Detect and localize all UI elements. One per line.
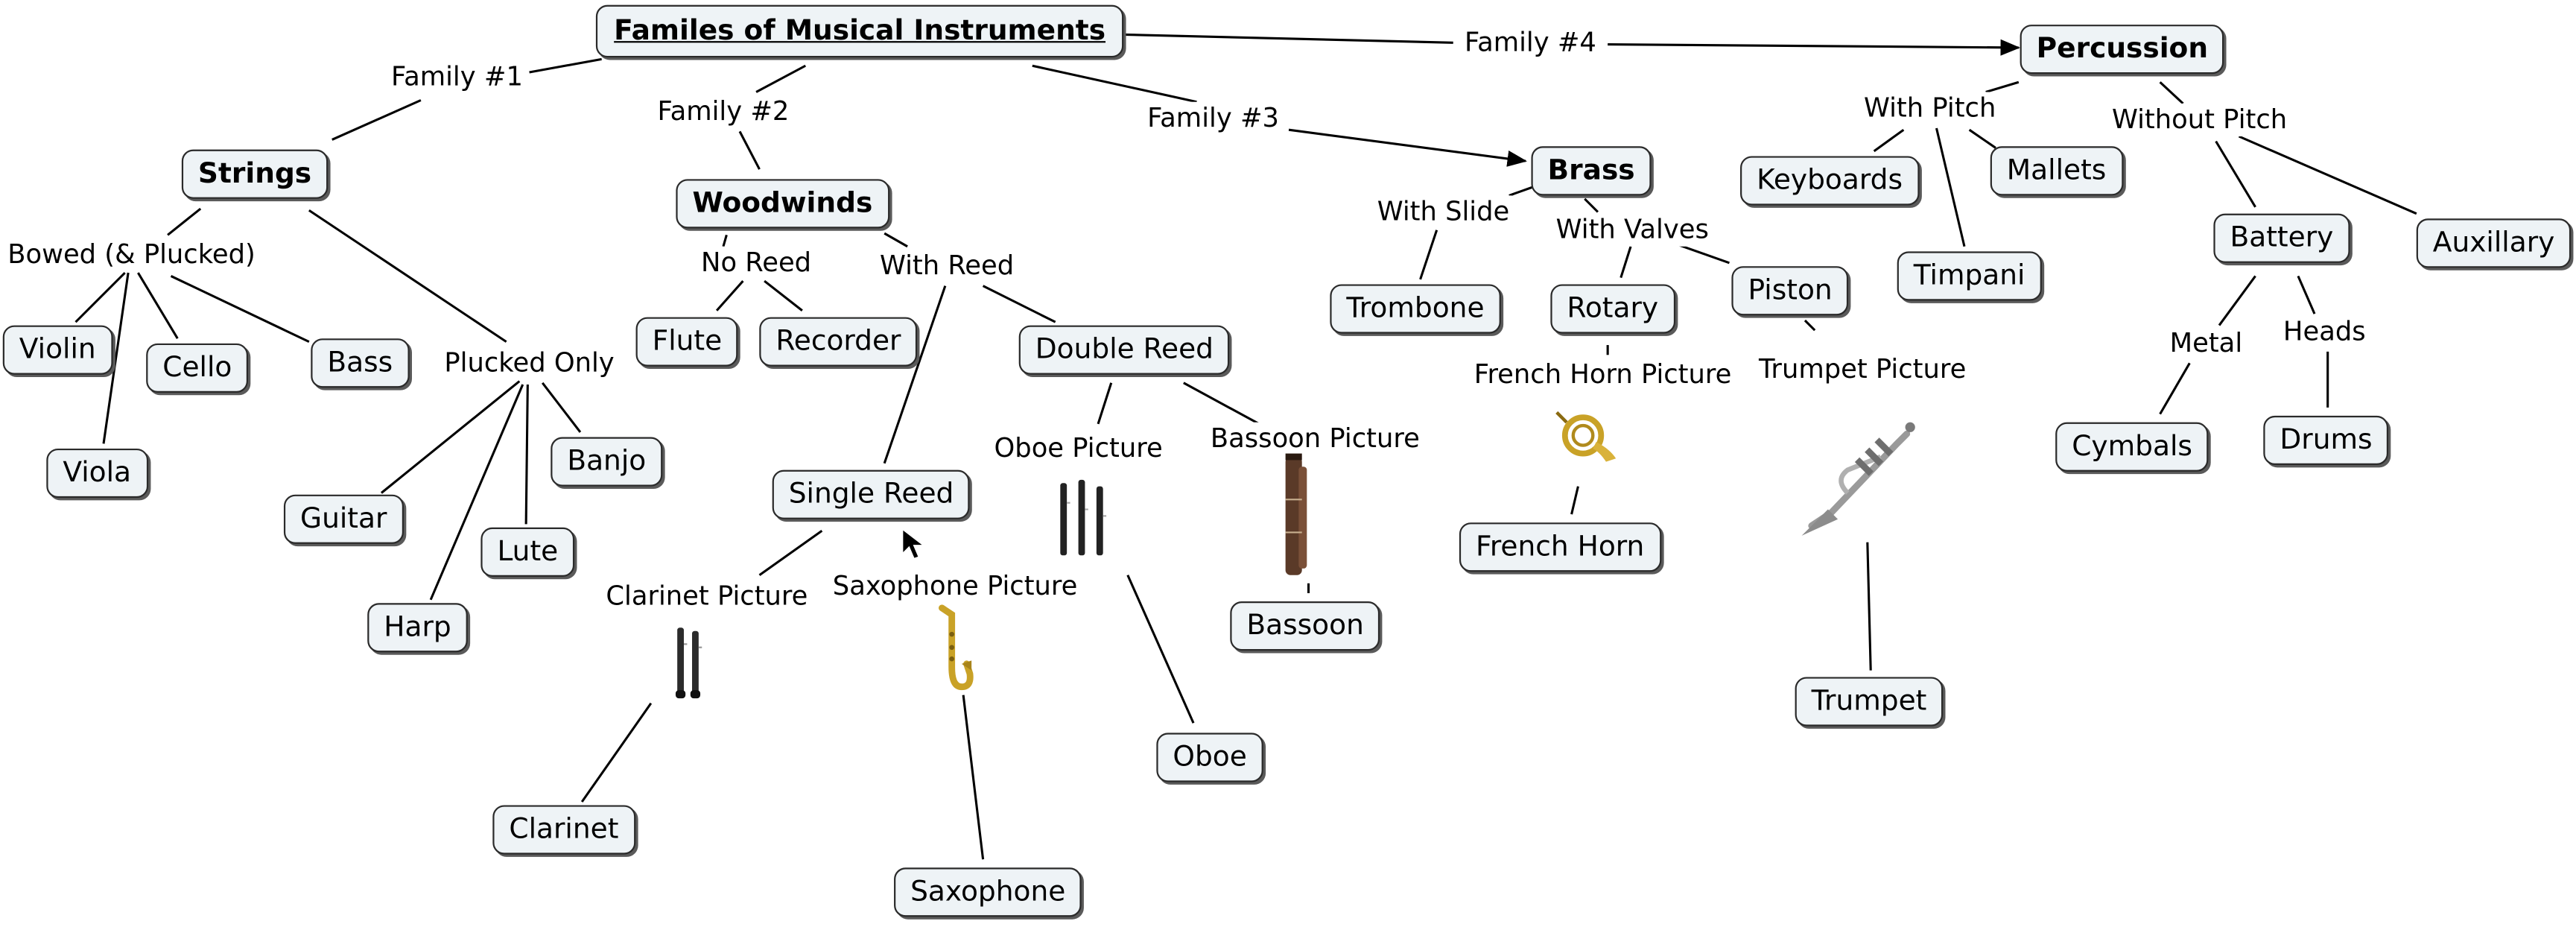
- strings-node[interactable]: Strings: [181, 149, 329, 199]
- french-horn-icon: [1550, 406, 1622, 472]
- trombone-node[interactable]: Trombone: [1330, 284, 1501, 334]
- metal-label: Metal: [2166, 326, 2246, 360]
- battery-node[interactable]: Battery: [2213, 213, 2350, 263]
- no-reed-label: No Reed: [697, 246, 815, 279]
- keyboards-node[interactable]: Keyboards: [1740, 156, 1920, 206]
- percussion-node[interactable]: Percussion: [2020, 25, 2225, 75]
- french-horn-node[interactable]: French Horn: [1459, 522, 1661, 572]
- banjo-node[interactable]: Banjo: [551, 437, 663, 487]
- harp-node[interactable]: Harp: [367, 603, 468, 653]
- cymbals-node[interactable]: Cymbals: [2055, 422, 2209, 472]
- saxophone-icon: [932, 604, 974, 703]
- double-reed-node[interactable]: Double Reed: [1018, 325, 1231, 375]
- heads-label: Heads: [2280, 315, 2370, 349]
- single-reed-node[interactable]: Single Reed: [772, 469, 971, 519]
- saxophone-picture-label: Saxophone Picture: [829, 570, 1081, 604]
- bassoon-icon: [1275, 450, 1315, 588]
- with-valves-label: With Valves: [1552, 213, 1713, 247]
- family-1-link-label: Family #1: [387, 60, 527, 94]
- timpani-node[interactable]: Timpani: [1897, 251, 2042, 301]
- clarinet-picture-label: Clarinet Picture: [602, 580, 811, 613]
- clarinet-icon: [670, 624, 710, 706]
- bassoon-node[interactable]: Bassoon: [1230, 601, 1380, 651]
- bass-node[interactable]: Bass: [311, 338, 410, 388]
- auxillary-node[interactable]: Auxillary: [2416, 218, 2572, 268]
- bowed-plucked-label: Bowed (& Plucked): [4, 238, 259, 271]
- violin-node[interactable]: Violin: [2, 325, 112, 375]
- rotary-node[interactable]: Rotary: [1550, 284, 1675, 334]
- oboe-picture-label: Oboe Picture: [991, 431, 1167, 466]
- woodwinds-node[interactable]: Woodwinds: [676, 179, 889, 229]
- with-slide-label: With Slide: [1374, 195, 1513, 229]
- lute-node[interactable]: Lute: [480, 527, 575, 577]
- trumpet-node[interactable]: Trumpet: [1795, 677, 1944, 727]
- brass-node[interactable]: Brass: [1531, 146, 1652, 196]
- family-3-link-label: Family #3: [1143, 101, 1283, 135]
- trumpet-picture-label: Trumpet Picture: [1755, 353, 1970, 387]
- oboe-icon: [1053, 476, 1109, 568]
- root-node[interactable]: Familes of Musical Instruments: [595, 4, 1124, 58]
- with-pitch-label: With Pitch: [1860, 92, 1999, 125]
- family-4-link-label: Family #4: [1461, 26, 1600, 60]
- drums-node[interactable]: Drums: [2263, 415, 2389, 466]
- mallets-node[interactable]: Mallets: [1990, 146, 2123, 196]
- saxophone-node[interactable]: Saxophone: [894, 867, 1082, 917]
- without-pitch-label: Without Pitch: [2108, 103, 2291, 137]
- bassoon-picture-label: Bassoon Picture: [1207, 422, 1424, 455]
- family-2-link-label: Family #2: [654, 95, 793, 128]
- french-horn-picture-label: French Horn Picture: [1471, 358, 1735, 391]
- oboe-node[interactable]: Oboe: [1156, 733, 1263, 782]
- cello-node[interactable]: Cello: [146, 343, 249, 393]
- viola-node[interactable]: Viola: [46, 448, 148, 499]
- piston-node[interactable]: Piston: [1731, 266, 1849, 316]
- plucked-only-label: Plucked Only: [440, 347, 618, 380]
- trumpet-icon: [1798, 408, 1930, 545]
- recorder-node[interactable]: Recorder: [759, 317, 918, 367]
- flute-node[interactable]: Flute: [635, 317, 739, 367]
- mouse-cursor-icon: [901, 528, 927, 567]
- with-reed-label: With Reed: [876, 250, 1018, 283]
- clarinet-node[interactable]: Clarinet: [492, 805, 635, 855]
- guitar-node[interactable]: Guitar: [283, 494, 404, 544]
